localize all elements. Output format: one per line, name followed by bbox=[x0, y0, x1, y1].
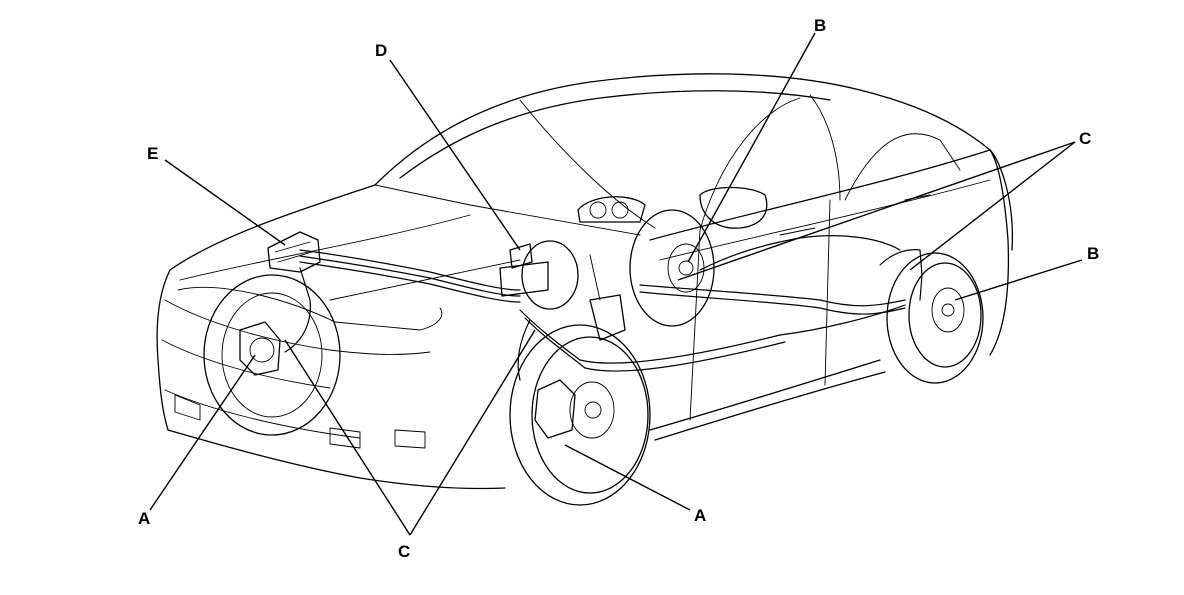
leader-c-bottom-1 bbox=[284, 339, 411, 536]
car-body bbox=[156, 73, 1014, 490]
leader-b-right bbox=[954, 259, 1083, 301]
leader-c-top-right-2 bbox=[909, 141, 1076, 271]
callout-c-top-right: C bbox=[1079, 129, 1092, 148]
callout-d: D bbox=[375, 41, 388, 60]
abs-modulator bbox=[267, 231, 321, 273]
brake-pedal bbox=[589, 254, 626, 341]
instrument-cluster bbox=[577, 196, 646, 223]
leader-d bbox=[389, 59, 521, 251]
rear-left-wheel bbox=[629, 209, 715, 327]
callout-a-front-left: A bbox=[138, 509, 151, 528]
front-left-wheel bbox=[203, 274, 341, 436]
leader-e bbox=[164, 159, 286, 246]
leader-c-bottom-2 bbox=[409, 329, 536, 536]
rear-right-wheel bbox=[886, 252, 984, 384]
leader-c-top-right-1 bbox=[677, 141, 1076, 281]
brake-lines bbox=[284, 235, 923, 381]
callout-b-right: B bbox=[1087, 244, 1100, 263]
leader-a-left bbox=[149, 354, 256, 511]
leader-b-top bbox=[687, 32, 816, 263]
leader-lines bbox=[149, 32, 1083, 536]
master-cylinder bbox=[499, 240, 579, 310]
callout-a-front-right: A bbox=[694, 506, 707, 525]
callout-b-top: B bbox=[814, 16, 827, 35]
callout-c-bottom: C bbox=[398, 542, 411, 561]
front-right-wheel bbox=[509, 324, 651, 506]
leader-a-right bbox=[564, 444, 691, 511]
callout-e: E bbox=[147, 144, 159, 163]
